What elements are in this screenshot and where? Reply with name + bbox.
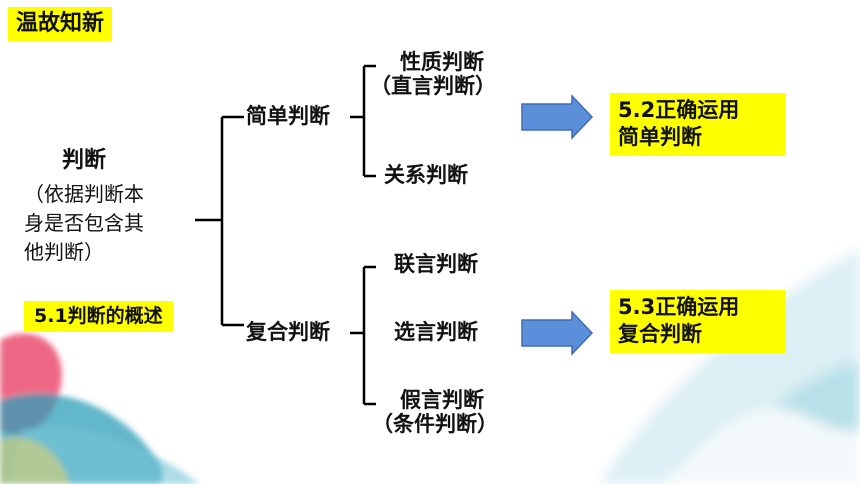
link-line: 复合判断: [618, 322, 702, 347]
link-line: 5.3正确运用: [618, 295, 740, 319]
section-tag-5-1: 5.1判断的概述: [24, 301, 173, 332]
child-line: （直言判断）: [370, 74, 496, 99]
child-disjunctive-judgement: 选言判断: [394, 320, 478, 344]
child-relation-judgement: 关系判断: [384, 163, 468, 187]
child-line: （条件判断）: [372, 412, 498, 437]
link-5-3-compound[interactable]: 5.3正确运用 复合判断: [610, 290, 786, 353]
link-5-2-simple[interactable]: 5.2正确运用 简单判断: [610, 93, 786, 156]
compound-judgement-label: 复合判断: [246, 320, 330, 344]
link-line: 5.2正确运用: [618, 98, 740, 122]
child-hypothetical-judgement: 假言判断 （条件判断）: [372, 388, 498, 436]
arrow-to-compound-link: [521, 310, 594, 356]
root-basis-line: 他判断）: [24, 240, 104, 264]
section-tag-text: 5.1判断的概述: [34, 305, 163, 327]
child-property-judgement: 性质判断 （直言判断）: [370, 50, 496, 98]
page-title-text: 温故知新: [16, 11, 105, 36]
child-conjunctive-judgement: 联言判断: [394, 252, 478, 276]
root-basis-line: （依据判断本: [24, 182, 144, 206]
arrow-to-simple-link: [521, 94, 594, 140]
root-basis: （依据判断本 身是否包含其 他判断）: [24, 180, 144, 267]
root-title: 判断: [62, 148, 107, 173]
page-title: 温故知新: [8, 7, 113, 41]
child-line: 性质判断: [400, 50, 484, 74]
link-line: 简单判断: [618, 125, 702, 150]
child-line: 假言判断: [400, 388, 484, 412]
root-basis-line: 身是否包含其: [24, 211, 144, 235]
simple-judgement-label: 简单判断: [246, 104, 330, 128]
